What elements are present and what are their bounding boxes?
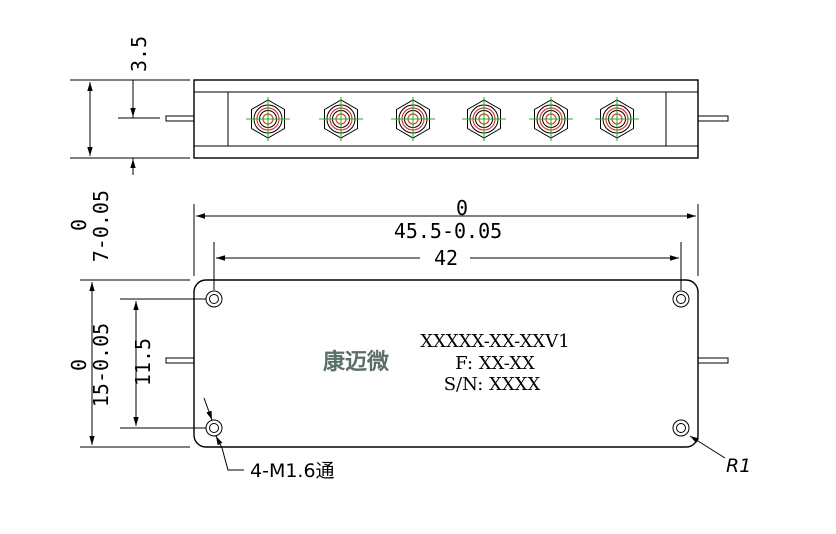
frequency-label: F: XX-XX [455, 353, 535, 374]
overall-width-value: 15-0.05 [89, 323, 113, 407]
mount-hole [205, 290, 223, 308]
overall-width-nominal: 0 [67, 359, 91, 371]
hole-callout: 4-M1.6通 [203, 397, 335, 482]
thickness-dim-value: 7-0.05 [89, 190, 113, 262]
part-number: XXXXX-XX-XXV1 [420, 331, 569, 352]
sma-connector [529, 97, 573, 141]
hole-spacing-width: 11.5 [131, 338, 155, 386]
housing-outline [193, 279, 699, 448]
sma-connector [246, 97, 290, 141]
thickness-dim-nominal: 0 [67, 219, 91, 231]
top-view [165, 79, 729, 159]
sma-connector [391, 97, 435, 141]
hole-spec: 4-M1.6通 [250, 460, 335, 482]
corner-radius: R1 [726, 455, 751, 477]
brand-logo: 康迈微 [323, 349, 389, 375]
connector-row [246, 97, 639, 141]
overall-length-nominal: 0 [456, 196, 468, 220]
front-view: 康迈微 XXXXX-XX-XXV1 F: XX-XX S/N: XXXX [165, 279, 729, 448]
right-pin [697, 115, 729, 122]
mount-hole [672, 290, 690, 308]
serial-label: S/N: XXXX [444, 374, 541, 395]
height-dim: 3.5 [127, 36, 151, 72]
radius-callout: R1 [689, 435, 751, 477]
sma-connector [462, 97, 506, 141]
width-dimensions: 0 15-0.05 11.5 [67, 279, 206, 448]
sma-connector [319, 97, 363, 141]
top-view-dimensions: 3.5 0 7-0.05 [67, 36, 190, 262]
sma-connector [595, 97, 639, 141]
mount-hole [672, 419, 690, 437]
right-pin-front [697, 357, 729, 364]
left-pin-front [165, 357, 195, 364]
overall-length-value: 45.5-0.05 [394, 219, 502, 243]
length-dimensions: 0 45.5-0.05 42 [193, 196, 699, 290]
hole-spacing-length: 42 [434, 246, 458, 270]
mount-hole [205, 419, 223, 437]
left-pin [165, 115, 195, 122]
